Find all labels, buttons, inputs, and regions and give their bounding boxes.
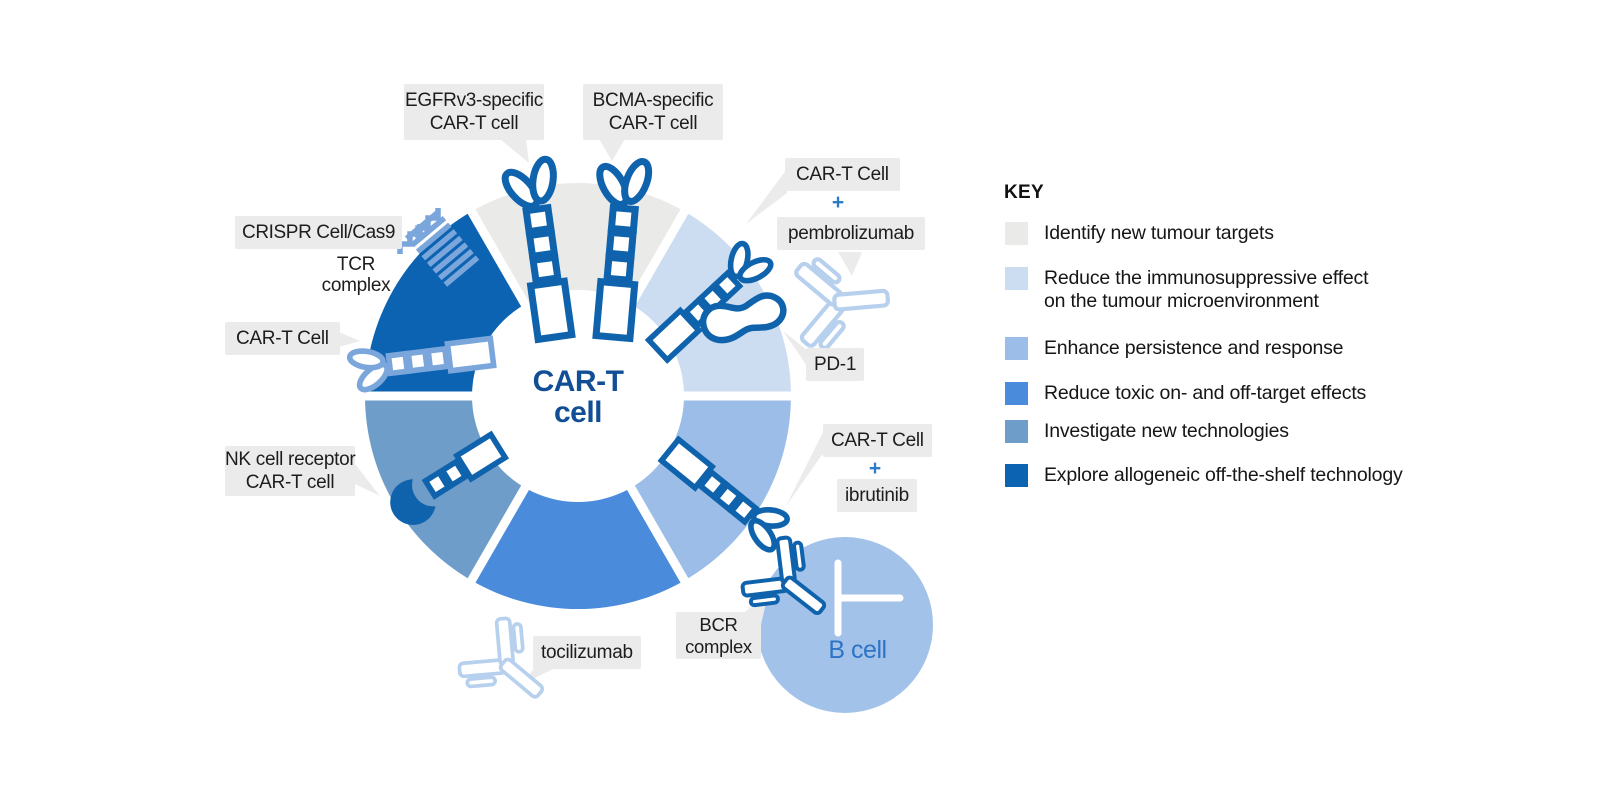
pointer-cart-ibrutinib — [786, 430, 824, 506]
pointer-pd1 — [783, 331, 807, 366]
key-swatch-identify — [1005, 222, 1028, 245]
chip-nk-line1: NK cell receptor — [225, 449, 356, 470]
donut-center-line2: cell — [553, 396, 603, 429]
chip-bcr-line1: BCR — [699, 614, 738, 635]
key-label-immunosuppressive: Reduce the immunosuppressive effect on t… — [1044, 267, 1369, 313]
chip-bcma: BCMA-specific CAR-T cell — [583, 84, 723, 140]
key-item-identify: Identify new tumour targets — [1005, 222, 1274, 245]
tcr-complex-label: TCR complex — [310, 254, 402, 296]
tcr-complex-icon — [404, 209, 480, 287]
key-label-identify: Identify new tumour targets — [1044, 222, 1274, 244]
key-item-investigate: Investigate new technologies — [1005, 420, 1289, 443]
chip-ibrutinib: ibrutinib — [837, 479, 917, 512]
key-item-toxic: Reduce toxic on- and off-target effects — [1005, 382, 1366, 405]
key-swatch-immunosuppressive — [1005, 267, 1028, 290]
donut-hole — [472, 290, 684, 502]
chip-egfrv3: EGFRv3-specific CAR-T cell — [404, 84, 544, 140]
key-item-enhance: Enhance persistence and response — [1005, 337, 1344, 360]
pointer-egfrv3 — [500, 139, 529, 163]
pembrolizumab-antibody-icon — [793, 247, 892, 357]
donut-center-line1: CAR-T — [532, 365, 624, 398]
key-label-investigate: Investigate new technologies — [1044, 420, 1289, 442]
chip-bcr-complex: BCR complex — [676, 612, 761, 659]
key-label-immuno-line2: on the tumour microenvironment — [1044, 290, 1319, 312]
chip-egfrv3-line2: CAR-T cell — [429, 113, 519, 134]
chip-crispr: CRISPR Cell/Cas9 — [235, 216, 403, 249]
key-item-immunosuppressive: Reduce the immunosuppressive effect on t… — [1005, 267, 1369, 313]
key-label-immuno-line1: Reduce the immunosuppressive effect — [1044, 267, 1369, 289]
tcr-line2: complex — [321, 275, 391, 296]
key-label-enhance: Enhance persistence and response — [1044, 337, 1344, 359]
segment-reduce-toxic-effects — [471, 396, 685, 610]
segment-separators — [359, 204, 797, 588]
tcr-line1: TCR — [336, 254, 376, 275]
chip-pd1: PD-1 — [806, 348, 865, 381]
key-swatch-enhance — [1005, 337, 1028, 360]
key-swatch-toxic — [1005, 382, 1028, 405]
chip-bcma-line2: CAR-T cell — [608, 113, 698, 134]
chip-nk-line2: CAR-T cell — [245, 472, 335, 493]
pointer-nk — [355, 464, 380, 496]
chip-bcma-line1: BCMA-specific — [592, 90, 714, 111]
pointer-bcma — [599, 139, 625, 161]
bcr-receptor-icon — [834, 559, 904, 637]
chip-pembrolizumab: pembrolizumab — [777, 217, 925, 250]
chip-tocilizumab: tocilizumab — [533, 636, 641, 669]
key-swatch-explore — [1005, 464, 1028, 487]
chip-cart-ibrutinib: CAR-T Cell — [823, 424, 932, 457]
chip-egfrv3-line1: EGFRv3-specific — [404, 90, 544, 111]
b-cell-label: B cell — [828, 636, 887, 664]
donut-wheel — [359, 182, 797, 610]
key-swatch-investigate — [1005, 420, 1028, 443]
key-label-toxic: Reduce toxic on- and off-target effects — [1044, 382, 1367, 404]
chip-cart-left: CAR-T Cell — [225, 322, 340, 355]
pointer-pembrolizumab — [838, 252, 862, 276]
plus-pembro: + — [831, 191, 845, 214]
pointer-cart-pembro — [746, 169, 787, 224]
b-cell-circle — [757, 537, 933, 713]
chip-cart-pembro: CAR-T Cell — [785, 158, 900, 191]
chip-nk-cell-receptor: NK cell receptor CAR-T cell — [225, 446, 356, 496]
key-label-explore: Explore allogeneic off-the-shelf technol… — [1044, 464, 1403, 486]
donut-center-label: CAR-T cell — [493, 366, 663, 428]
plus-ibrutinib: + — [868, 457, 882, 480]
pd1-icon — [700, 292, 787, 344]
key-title: KEY — [1004, 182, 1044, 203]
chip-bcr-line2: complex — [685, 635, 752, 657]
key-item-explore: Explore allogeneic off-the-shelf technol… — [1005, 464, 1403, 487]
